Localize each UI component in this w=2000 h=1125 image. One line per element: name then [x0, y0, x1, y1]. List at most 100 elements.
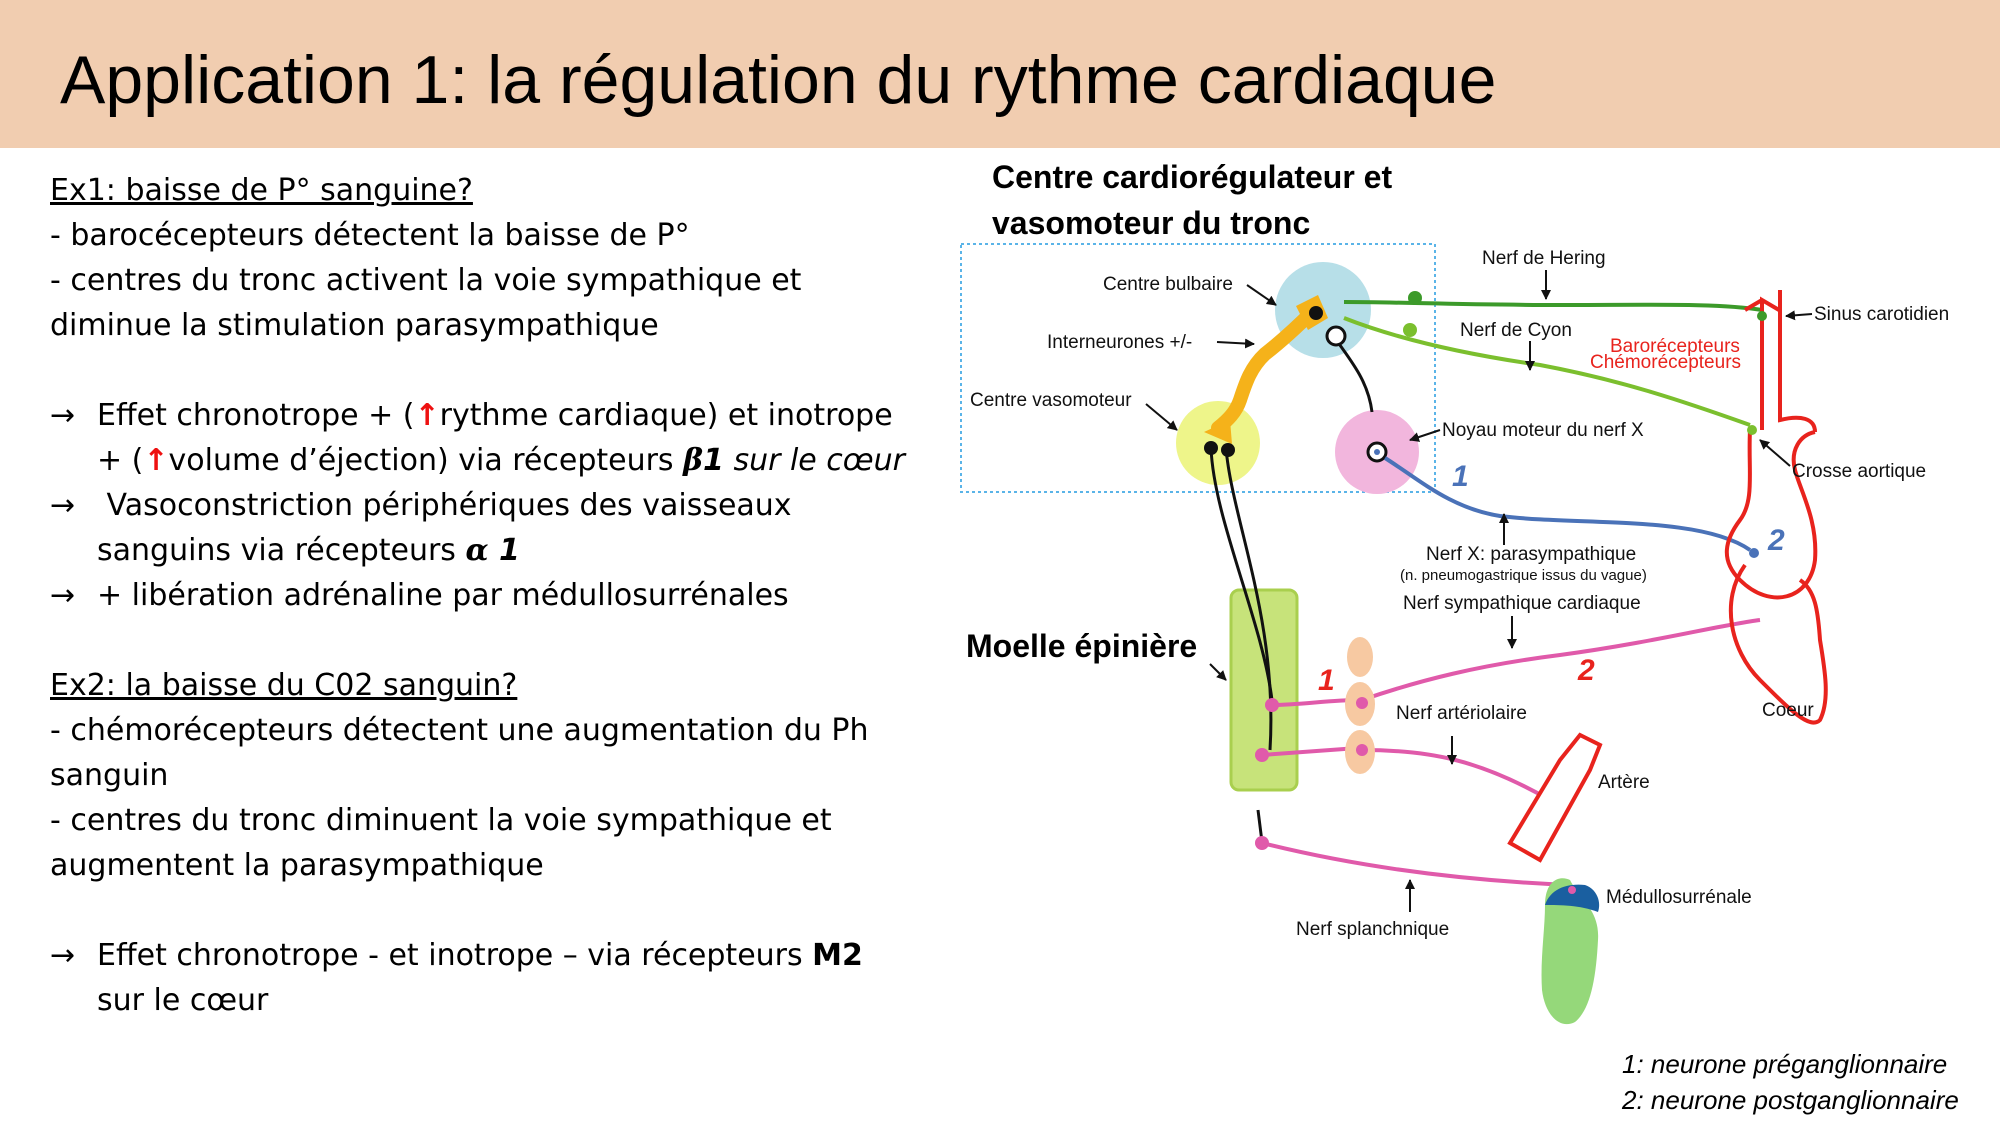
- left-text-block: Ex1: baisse de P° sanguine? - barocécept…: [50, 168, 930, 1023]
- label-nerf-x-sub: (n. pneumogastrique issus du vague): [1400, 567, 1647, 584]
- label-interneurones: Interneurones +/-: [1047, 332, 1192, 353]
- ganglion-dot-2: [1356, 744, 1368, 756]
- alpha-symbol: α: [465, 533, 489, 568]
- legend: 1: neurone préganglionnaire 2: neurone p…: [1622, 1046, 1959, 1118]
- label-nerf-splanchnique: Nerf splanchnique: [1296, 919, 1449, 940]
- carotid-artery: [1743, 296, 1781, 430]
- pointer-centre-vasomoteur: [1145, 403, 1178, 431]
- cyon-ganglion: [1403, 323, 1417, 337]
- ex2-line2: sanguin: [50, 758, 169, 793]
- heart-outline: [1728, 563, 1828, 725]
- nerf-x-line: [1383, 456, 1752, 552]
- label-2-red: 2: [1577, 654, 1595, 687]
- arrow-right-icon: →: [50, 398, 76, 433]
- parasym-ganglion: [1749, 548, 1759, 558]
- vaso-line2: sanguins via récepteurs α 1: [50, 528, 930, 573]
- ex2-line3: - centres du tronc diminuent la voie sym…: [50, 803, 832, 838]
- label-centre-vasomoteur: Centre vasomoteur: [970, 390, 1132, 411]
- label-sinus: Sinus carotidien: [1814, 304, 1949, 325]
- medullo-dot: [1568, 886, 1576, 894]
- alpha-number: 1: [488, 533, 520, 568]
- descending-fibre-1: [1209, 447, 1274, 701]
- beta-symbol: β: [683, 443, 704, 478]
- effect1-text-b: rythme cardiaque) et inotrope: [439, 398, 893, 433]
- carotid-wall: [1778, 290, 1817, 433]
- pointer-centre-bulbaire: [1246, 284, 1277, 306]
- medullosurrenale-cap: [1545, 884, 1600, 912]
- arrow-right-icon: →: [50, 578, 76, 613]
- vasomoteur-neuron-dot-1: [1204, 441, 1218, 455]
- adrenaline-text: + libération adrénaline par médullosurré…: [97, 578, 789, 613]
- label-nerf-arteriolaire: Nerf artériolaire: [1396, 703, 1527, 724]
- ganglion-dot-1: [1356, 697, 1368, 709]
- label-1-red: 1: [1318, 664, 1335, 697]
- vaso-line1: → Vasoconstriction périphériques des vai…: [50, 483, 930, 528]
- label-medullo: Médullosurrénale: [1606, 887, 1752, 908]
- label-chemorecepteurs: Chémorécepteurs: [1590, 352, 1741, 373]
- up-arrow-icon: ↑: [414, 398, 440, 433]
- pointer-moelle: [1209, 663, 1227, 681]
- label-2-blue: 2: [1767, 524, 1785, 557]
- artery-tube: [1507, 732, 1603, 863]
- pointer-sinus: [1785, 310, 1813, 321]
- label-nerf-x: Nerf X: parasympathique: [1426, 544, 1636, 565]
- hering-ganglion: [1408, 291, 1422, 305]
- label-centre-bulbaire: Centre bulbaire: [1103, 274, 1233, 295]
- up-arrow-icon: ↑: [143, 443, 169, 478]
- bulbaire-neuron-ring: [1325, 325, 1347, 347]
- ex1-heading: Ex1: baisse de P° sanguine?: [50, 173, 473, 208]
- vaso-text-2: sanguins via récepteurs: [97, 533, 466, 568]
- ex2-line4: augmentent la parasympathique: [50, 848, 544, 883]
- effect2-line2: sur le cœur: [97, 983, 269, 1018]
- vasomoteur-neuron-dot-2: [1221, 443, 1235, 457]
- label-crosse: Crosse aortique: [1792, 461, 1926, 482]
- label-nerf-cyon: Nerf de Cyon: [1460, 320, 1572, 341]
- nerf-sympathique-cardiaque-line: [1361, 618, 1761, 702]
- legend-line2: 2: neurone postganglionnaire: [1622, 1085, 1959, 1115]
- pointer-crosse: [1759, 439, 1791, 467]
- centre-vasomoteur-circle: [1176, 401, 1260, 485]
- interneuron-axon: [1211, 303, 1321, 435]
- ex1-line2: - centres du tronc activent la voie symp…: [50, 263, 802, 298]
- adrenaline-line: → + libération adrénaline par médullosurr…: [50, 573, 930, 618]
- symp-neuron-dot-1: [1265, 698, 1279, 712]
- title-bar: [0, 0, 2000, 148]
- effect2-line1: →Effet chronotrope - et inotrope – via r…: [50, 933, 930, 978]
- pointer-interneurones: [1216, 338, 1255, 349]
- diagram-heading-line1: Centre cardiorégulateur et: [992, 159, 1392, 195]
- bulbaire-neuron-dot: [1309, 306, 1323, 320]
- label-artere: Artère: [1598, 772, 1650, 793]
- ex1-line1: - barocécepteurs détectent la baisse de …: [50, 218, 690, 253]
- arrow-right-icon: →: [50, 488, 76, 523]
- symp-neuron-dot-2: [1255, 748, 1269, 762]
- label-1-blue: 1: [1452, 460, 1469, 493]
- ex2-heading: Ex2: la baisse du C02 sanguin?: [50, 668, 518, 703]
- label-nerf-hering: Nerf de Hering: [1482, 248, 1606, 269]
- label-nerf-sympathique: Nerf sympathique cardiaque: [1403, 593, 1641, 614]
- effect1-text-d: volume d’éjection) via récepteurs: [168, 443, 684, 478]
- beta-number: 1: [703, 443, 724, 478]
- aortic-arch: [1724, 429, 1818, 600]
- vaso-text-1: Vasoconstriction périphériques des vaiss…: [97, 488, 792, 523]
- ex2-line1: - chémorécepteurs détectent une augmenta…: [50, 713, 869, 748]
- label-coeur: Coeur: [1762, 700, 1814, 721]
- aortic-receptor: [1747, 425, 1757, 435]
- diagram-heading-line2: vasomoteur du tronc: [992, 205, 1310, 241]
- interneuron-terminal: [1204, 420, 1232, 444]
- pointer-noyau-x: [1409, 429, 1441, 442]
- effect1-line2: + (↑volume d’éjection) via récepteurs β1…: [50, 438, 930, 483]
- nerf-cyon-line: [1343, 316, 1751, 427]
- noyau-neuron-core: [1374, 449, 1380, 455]
- sinus-receptor: [1757, 311, 1767, 321]
- effect1-text-a: Effet chronotrope + (: [97, 398, 415, 433]
- nerf-splanchnique-line: [1261, 841, 1571, 887]
- effect2-m2: M2: [812, 938, 863, 973]
- ex1-line3: diminue la stimulation parasympathique: [50, 308, 659, 343]
- legend-line1: 1: neurone préganglionnaire: [1622, 1049, 1948, 1079]
- brainstem-box: [960, 243, 1436, 493]
- nerf-arteriolaire-line: [1361, 748, 1551, 802]
- label-moelle-epiniere: Moelle épinière: [966, 628, 1197, 664]
- label-noyau-x: Noyau moteur du nerf X: [1442, 420, 1644, 441]
- effect1-line1: → Effet chronotrope + (↑rythme cardiaque)…: [50, 393, 930, 438]
